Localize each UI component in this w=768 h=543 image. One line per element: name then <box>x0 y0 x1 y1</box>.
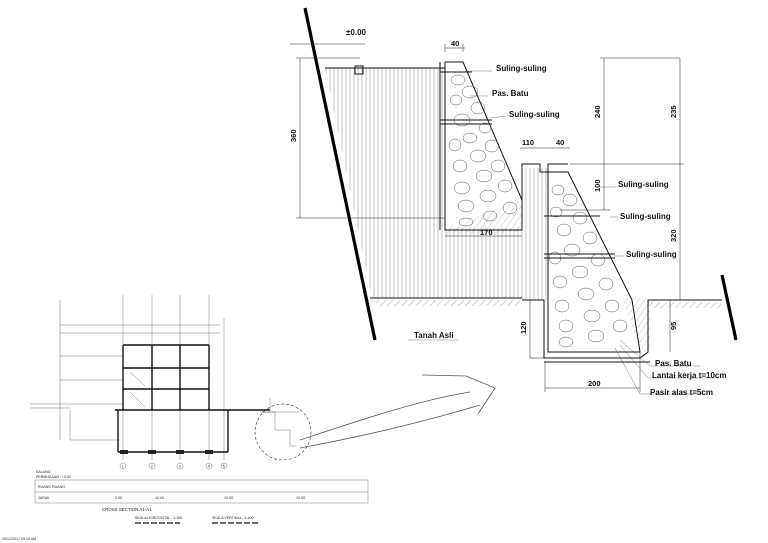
grid-label-3: 3 <box>179 464 181 468</box>
detail-callout-circle <box>254 403 312 461</box>
overview-row-1: RUANG RUANG <box>38 485 65 489</box>
level-mark: ±0.00 <box>346 28 367 37</box>
dim-100: 100 <box>593 179 602 192</box>
overview-section: 1 2 3 4 5 <box>30 295 312 470</box>
overview-table: SALANG PERMUKAAN : +0.00 RUANG RUANG JAR… <box>34 470 369 524</box>
existing-slope-line <box>303 7 377 341</box>
label-suling-5: Suling-suling <box>626 250 677 259</box>
footer-stamp: 15/12/2017 09:15 AM <box>2 537 36 541</box>
label-suling-4: Suling-suling <box>620 212 671 221</box>
dim-235: 235 <box>669 105 678 118</box>
overview-title-1: SALANG <box>36 470 51 474</box>
overview-row-2-val-4: 10.00 <box>296 496 305 500</box>
overview-row-2: JARAK <box>38 496 50 500</box>
label-pasir-alas: Pasir alas t=5cm <box>650 388 713 397</box>
overview-row-2-val-1: 2.00 <box>115 496 122 500</box>
overview-scale-2: SKALA VERTIKAL : 1:100 <box>212 516 254 520</box>
grid-label-2: 2 <box>151 464 153 468</box>
dim-40-top: 40 <box>451 39 459 48</box>
dim-170: 170 <box>480 228 493 237</box>
cap-block <box>354 65 364 75</box>
callout-arrow <box>299 374 496 449</box>
dim-95: 95 <box>669 322 678 330</box>
dim-240: 240 <box>593 105 602 118</box>
backfill-upper <box>325 68 522 298</box>
dimension-lines <box>290 43 720 395</box>
existing-ground-right <box>720 274 738 341</box>
dim-320: 320 <box>669 229 678 242</box>
backfill-lower <box>522 168 548 300</box>
label-suling-1: Suling-suling <box>496 64 547 73</box>
label-suling-2: Suling-suling <box>509 110 560 119</box>
dim-360: 360 <box>289 129 298 142</box>
dim-200: 200 <box>588 379 601 388</box>
label-pas-batu-2: Pas. Batu <box>655 359 692 368</box>
grid-label-1: 1 <box>122 464 124 468</box>
label-tanah-asli: Tanah Asli <box>414 331 454 340</box>
label-lantai-kerja: Lantai kerja t=10cm <box>652 371 726 380</box>
dim-110: 110 <box>522 138 534 147</box>
label-pas-batu-1: Pas. Batu <box>492 89 529 98</box>
grid-label-4: 4 <box>208 464 210 468</box>
grid-label-5: 5 <box>223 464 225 468</box>
overview-row-2-val-2: 10.00 <box>155 496 164 500</box>
wall-detail <box>303 7 738 363</box>
dim-40-mid: 40 <box>556 138 564 147</box>
overview-row-2-val-3: 10.00 <box>224 496 233 500</box>
overview-scale-1: SKALA HORIZONTAL : 1:100 <box>135 516 182 520</box>
detail-labels: ±0.00 40 Suling-suling Pas. Batu Suling-… <box>289 28 726 397</box>
dim-120: 120 <box>519 321 528 334</box>
overview-section-title: CROSS SECTION A1-A1 <box>102 507 152 512</box>
overview-title-2: PERMUKAAN : +0.00 <box>36 475 71 479</box>
label-suling-3: Suling-suling <box>618 180 669 189</box>
